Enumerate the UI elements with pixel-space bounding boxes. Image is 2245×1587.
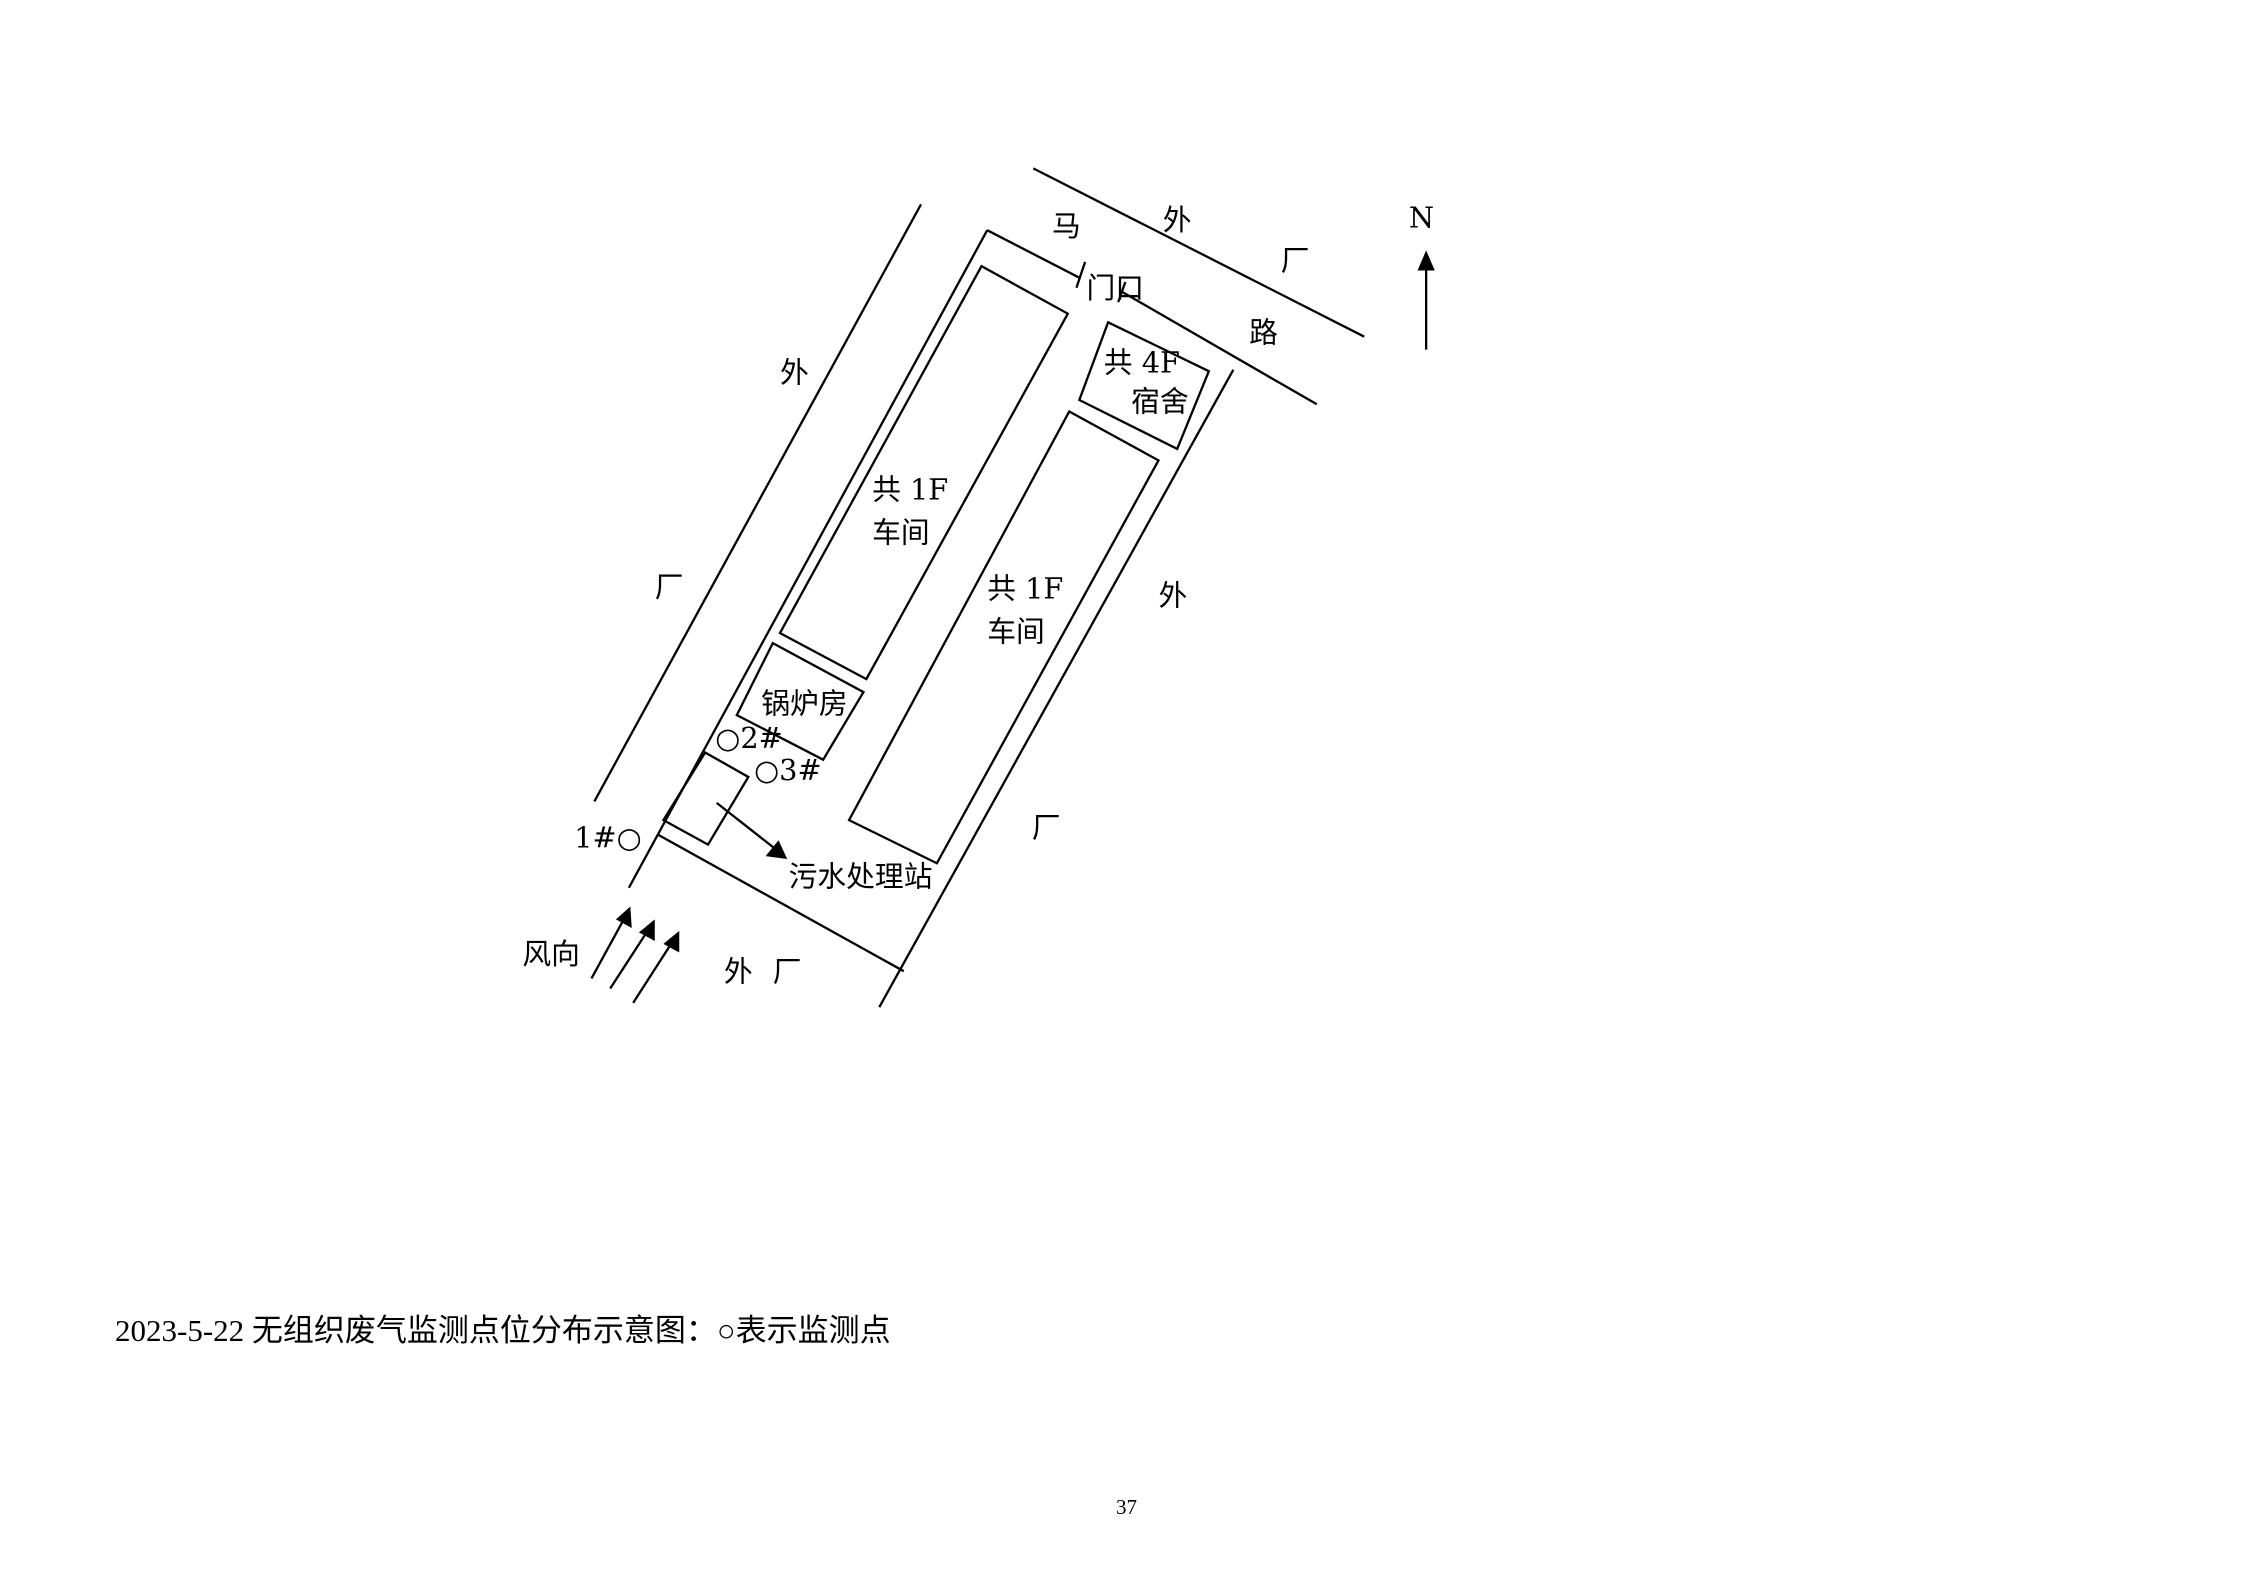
road-label-lu: 路 [1249,315,1278,349]
dorm-label: 共 4F [1104,346,1180,380]
outside-label: 厂 [1281,243,1310,277]
sewage-pointer-arrow [715,801,778,852]
dormitory [1077,320,1211,451]
outside-label: 厂 [773,954,802,988]
boiler-room-label: 锅炉房 [761,687,847,721]
workshop-1 [778,264,1070,681]
boiler-room [735,641,866,762]
arrowhead [663,930,680,953]
wind-arrow [590,917,626,979]
workshop-1-label: 车间 [872,515,930,549]
gate-post [1117,281,1127,303]
site-right-edge [878,369,1235,1008]
monitoring-point-1: 1#○ [574,820,642,854]
workshop-1-label: 共 1F [872,472,948,506]
wind-direction-label: 风向 [522,937,580,971]
north-label: N [1409,200,1434,234]
outside-label: 厂 [655,570,684,604]
arrowhead [765,840,788,859]
sewage-station-box [661,750,750,847]
workshop-2-label: 共 1F [987,572,1063,606]
north-arrowhead [1417,250,1435,271]
outside-label: 外 [780,356,809,390]
figure-caption: 2023-5-22 无组织废气监测点位分布示意图：○表示监测点 [115,1313,891,1348]
arrowhead [638,919,655,941]
monitoring-point-2: ○2# [715,721,783,755]
outside-label: 厂 [1032,810,1061,844]
site-bottom-edge [657,833,905,973]
workshop-2 [847,409,1161,865]
arrowhead [615,906,632,929]
monitoring-point-3: ○3# [754,753,822,787]
wind-arrow [609,930,649,990]
page-number: 37 [1116,1495,1137,1519]
gate-post [1075,261,1087,289]
outside-label: 外 [1163,203,1192,237]
dorm-label: 宿舍 [1131,385,1189,419]
wind-arrow [632,941,674,1004]
site-top-edge [986,229,1080,279]
outside-label: 外 [724,954,753,988]
sewage-station-label: 污水处理站 [789,859,933,893]
outside-label: 外 [1158,579,1187,613]
road-south-edge [1121,291,1318,406]
workshop-2-label: 车间 [987,615,1045,649]
road-label-ma: 马 [1052,209,1081,243]
left-boundary-line [593,203,923,802]
gate-label: 门口 [1087,271,1145,305]
road-north-edge [1032,167,1365,338]
